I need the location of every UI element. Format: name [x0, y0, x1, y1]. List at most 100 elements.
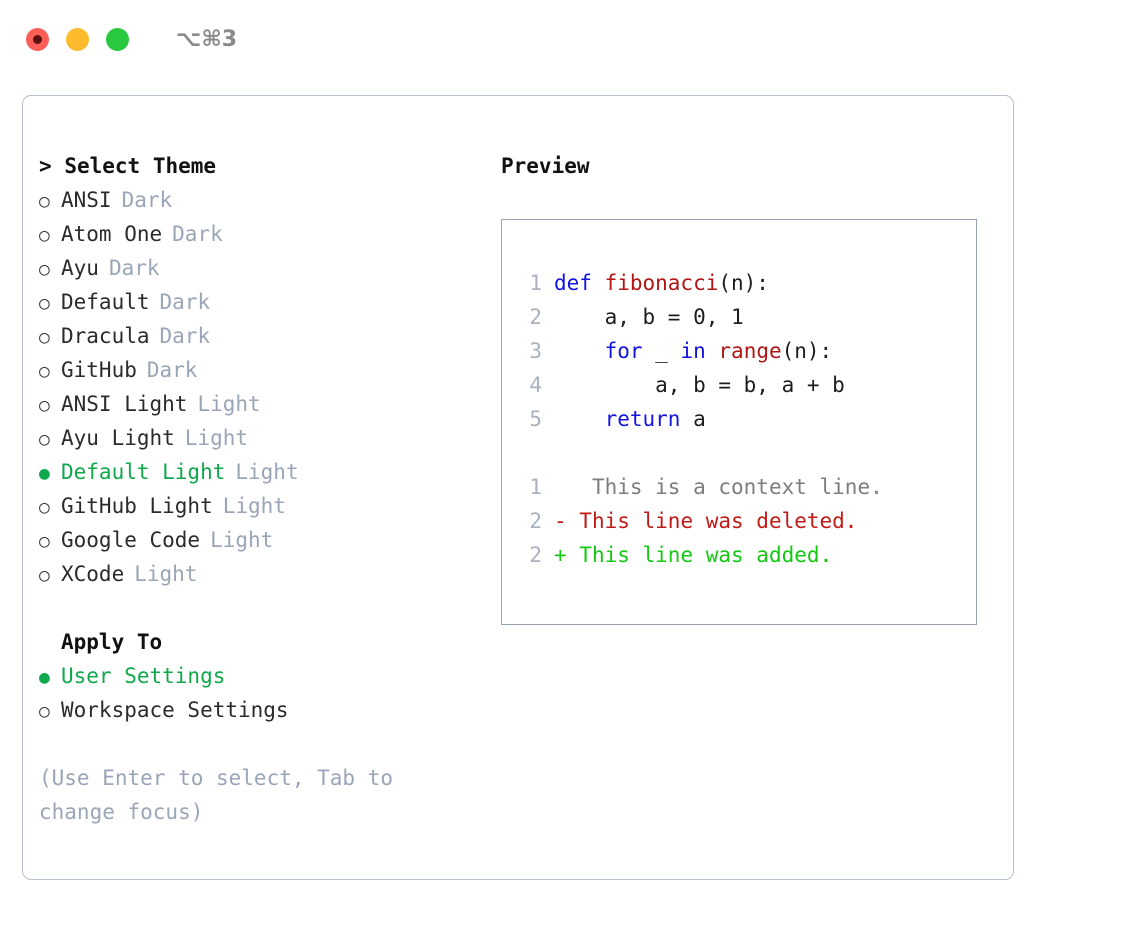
- diff-marker: [554, 470, 567, 504]
- recording-indicator-icon: [33, 34, 42, 44]
- code-token: (n):: [781, 339, 833, 363]
- code-token: _: [642, 339, 681, 363]
- code-token: for: [604, 339, 643, 363]
- code-line: 5 return a: [514, 402, 970, 436]
- radio-unselected-icon: ○: [39, 395, 50, 416]
- code-token: return: [604, 407, 681, 431]
- theme-option-label: Ayu: [61, 256, 99, 280]
- apply-to-option-label: User Settings: [61, 664, 226, 688]
- theme-option-xcode[interactable]: ○ XCode Light: [39, 557, 479, 591]
- radio-unselected-icon: ○: [39, 259, 50, 280]
- traffic-lights: [26, 27, 129, 51]
- code-token: fibonacci: [604, 271, 719, 295]
- line-number: 4: [529, 373, 542, 397]
- theme-option-ansi-light[interactable]: ○ ANSI Light Light: [39, 387, 479, 421]
- code-line: 4 a, b = b, a + b: [514, 368, 970, 402]
- close-button[interactable]: [26, 27, 49, 51]
- theme-variant-tag: Light: [197, 392, 261, 416]
- radio-unselected-icon: ○: [39, 225, 50, 246]
- theme-option-default[interactable]: ○ Default Dark: [39, 285, 479, 319]
- theme-option-label: Atom One: [61, 222, 163, 246]
- minimize-button[interactable]: [66, 27, 89, 51]
- maximize-button[interactable]: [106, 27, 129, 51]
- theme-variant-tag: Dark: [172, 222, 223, 246]
- theme-option-label: Google Code: [61, 528, 201, 552]
- theme-variant-tag: Light: [134, 562, 198, 586]
- radio-unselected-icon: ○: [39, 327, 50, 348]
- theme-option-google-code[interactable]: ○ Google Code Light: [39, 523, 479, 557]
- theme-option-label: ANSI: [61, 188, 112, 212]
- line-number: 2: [529, 509, 542, 533]
- apply-to-option-label: Workspace Settings: [61, 698, 289, 722]
- code-token: in: [680, 339, 706, 363]
- title-bar: ⌥⌘3: [0, 0, 1140, 78]
- code-token: [554, 407, 605, 431]
- theme-option-label: ANSI Light: [61, 392, 188, 416]
- theme-option-label: Ayu Light: [61, 426, 175, 450]
- keyboard-hint: (Use Enter to select, Tab to change focu…: [39, 766, 394, 824]
- theme-option-label: XCode: [61, 562, 125, 586]
- diff-marker: +: [554, 543, 567, 567]
- code-token: [706, 339, 719, 363]
- theme-option-atom-one[interactable]: ○ Atom One Dark: [39, 217, 479, 251]
- apply-to-list: ● User Settings ○Workspace Settings: [39, 659, 479, 727]
- theme-option-ayu[interactable]: ○ Ayu Dark: [39, 251, 479, 285]
- code-line: 2 a, b = 0, 1: [514, 300, 970, 334]
- theme-variant-tag: Light: [210, 528, 274, 552]
- diff-block: 1 This is a context line.2- This line wa…: [514, 470, 970, 572]
- theme-option-label: GitHub: [61, 358, 137, 382]
- code-line-text: a, b = b, a + b: [554, 368, 845, 402]
- preview-title: Preview: [501, 154, 590, 178]
- diff-line-added: 2+ This line was added.: [514, 538, 970, 572]
- theme-variant-tag: Dark: [159, 290, 211, 314]
- theme-option-default-light[interactable]: ● Default Light Light: [39, 455, 479, 489]
- radio-unselected-icon: ○: [39, 293, 50, 314]
- radio-unselected-icon: ○: [39, 429, 50, 450]
- apply-to-option-user-settings[interactable]: ● User Settings: [39, 659, 479, 693]
- theme-option-label: Dracula: [61, 324, 150, 348]
- apply-to-option-workspace-settings[interactable]: ○Workspace Settings: [39, 693, 479, 727]
- theme-option-ayu-light[interactable]: ○ Ayu Light Light: [39, 421, 479, 455]
- radio-unselected-icon: ○: [39, 361, 50, 382]
- diff-line-context: 1 This is a context line.: [514, 470, 970, 504]
- code-line-text: for _ in range(n):: [554, 334, 833, 368]
- theme-variant-tag: Light: [235, 460, 299, 484]
- radio-unselected-icon: ○: [39, 191, 50, 212]
- radio-unselected-icon: ○: [39, 497, 50, 518]
- line-number: 1: [529, 271, 542, 295]
- code-token: range: [718, 339, 782, 363]
- radio-selected-icon: ●: [39, 667, 50, 688]
- spacer: [39, 591, 479, 625]
- theme-variant-tag: Light: [184, 426, 249, 450]
- radio-unselected-icon: ○: [39, 531, 50, 552]
- line-number: 2: [529, 543, 542, 567]
- prompt-caret-icon: >: [39, 154, 52, 178]
- code-diff-separator: [514, 436, 970, 470]
- diff-line-text: This line was deleted.: [566, 509, 858, 533]
- code-line: 3 for _ in range(n):: [514, 334, 970, 368]
- radio-unselected-icon: ○: [39, 565, 50, 586]
- diff-line-text: This is a context line.: [566, 475, 883, 499]
- theme-variant-tag: Dark: [159, 324, 211, 348]
- theme-option-github[interactable]: ○ GitHub Dark: [39, 353, 479, 387]
- theme-variant-tag: Dark: [108, 256, 160, 280]
- theme-option-label: Default Light: [61, 460, 226, 484]
- code-token: a, b = b, a + b: [554, 373, 845, 397]
- code-token: a, b = 0, 1: [554, 305, 744, 329]
- radio-selected-icon: ●: [39, 463, 50, 484]
- apply-to-heading: Apply To: [61, 630, 163, 654]
- theme-variant-tag: Dark: [146, 358, 198, 382]
- line-number: 1: [529, 475, 542, 499]
- code-line-text: return a: [554, 402, 706, 436]
- code-token: def: [554, 271, 605, 295]
- theme-option-label: Default: [61, 290, 150, 314]
- theme-option-dracula[interactable]: ○ Dracula Dark: [39, 319, 479, 353]
